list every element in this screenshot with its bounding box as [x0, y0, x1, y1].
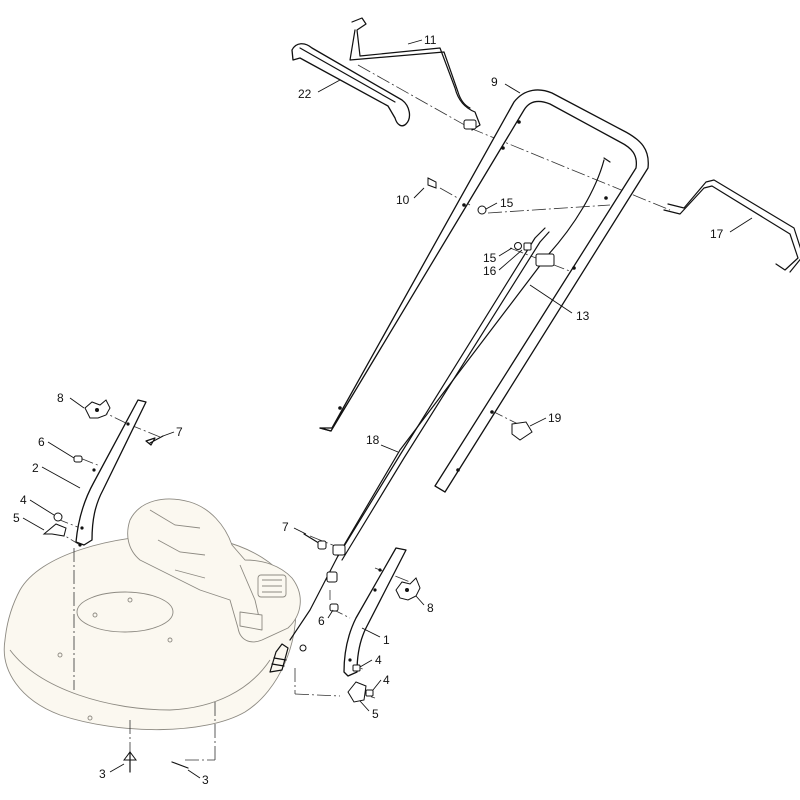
callout-3-right: 3 — [202, 773, 209, 787]
bail-bar — [349, 17, 481, 131]
callout-9: 9 — [491, 75, 498, 89]
callout-3-left: 3 — [99, 767, 106, 781]
callout-22: 22 — [298, 87, 312, 101]
callout-17: 17 — [710, 227, 724, 241]
callout-15-lower: 15 — [483, 251, 497, 265]
bail-grip — [291, 43, 411, 127]
callout-16: 16 — [483, 264, 497, 278]
hardware — [42, 177, 533, 773]
callout-5-right: 5 — [372, 707, 379, 721]
callout-4-right-lower: 4 — [383, 673, 390, 687]
callout-5-left: 5 — [13, 511, 20, 525]
callout-13: 13 — [576, 309, 590, 323]
callout-labels: 11 22 9 10 15 17 15 16 13 19 18 8 7 6 2 … — [13, 33, 724, 787]
callout-6-left: 6 — [38, 435, 45, 449]
callout-4-left: 4 — [20, 493, 27, 507]
callout-11: 11 — [424, 33, 437, 47]
leader-lines — [22, 39, 753, 779]
callout-8-right: 8 — [427, 601, 434, 615]
callout-6-right: 6 — [318, 614, 325, 628]
left-lower-handle — [75, 399, 147, 547]
callout-18: 18 — [366, 433, 380, 447]
callout-10: 10 — [396, 193, 410, 207]
upper-handle — [319, 89, 649, 493]
control-cables — [269, 157, 611, 673]
callout-15-upper: 15 — [500, 196, 514, 210]
callout-1: 1 — [383, 633, 390, 647]
callout-8-left: 8 — [57, 391, 64, 405]
callout-2: 2 — [32, 461, 39, 475]
callout-4-right-upper: 4 — [375, 653, 382, 667]
callout-7-left: 7 — [176, 425, 183, 439]
right-lower-handle — [343, 547, 407, 677]
mower-engine-ghost — [127, 498, 301, 643]
cable-guide-rod — [663, 179, 800, 273]
callout-19: 19 — [548, 411, 562, 425]
callout-7-right: 7 — [282, 520, 289, 534]
